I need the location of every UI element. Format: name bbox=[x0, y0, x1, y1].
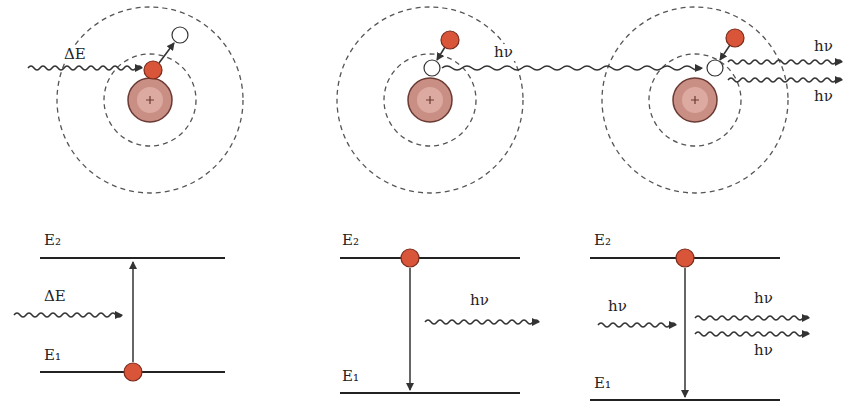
electrons bbox=[124, 27, 744, 381]
level-label: E₁ bbox=[340, 368, 361, 385]
level-label: E₁ bbox=[592, 375, 613, 392]
energy-levels bbox=[40, 258, 780, 400]
level-label: E₁ bbox=[42, 347, 63, 364]
transition-arrows bbox=[133, 43, 730, 397]
photon-label: hν bbox=[468, 292, 491, 309]
photon-label: hν bbox=[812, 38, 835, 55]
level-label: E₂ bbox=[340, 232, 361, 249]
photon-label: hν bbox=[492, 44, 515, 61]
photon-label: hν bbox=[812, 88, 835, 105]
photon-label: hν bbox=[606, 298, 629, 315]
nuclei bbox=[128, 78, 717, 122]
energy-label: ΔE bbox=[42, 288, 68, 305]
waves bbox=[14, 60, 842, 336]
orbits bbox=[57, 7, 788, 193]
photon-label: hν bbox=[752, 342, 775, 359]
level-label: E₂ bbox=[592, 232, 613, 249]
level-label: E₂ bbox=[42, 232, 63, 249]
energy-label: ΔE bbox=[62, 46, 88, 63]
photon-label: hν bbox=[752, 290, 775, 307]
